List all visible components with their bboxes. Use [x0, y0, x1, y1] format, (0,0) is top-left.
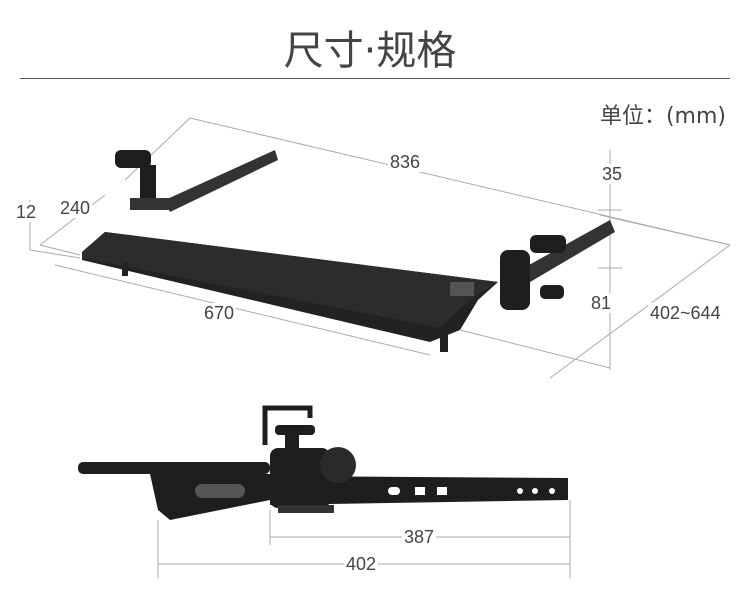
dim-extension: 402~644 — [648, 303, 723, 323]
page-title: 尺寸·规格 — [283, 28, 457, 74]
top-view-keyboard-tray — [82, 150, 615, 352]
side-view-keyboard-tray — [78, 405, 568, 520]
dim-board-width: 670 — [202, 303, 237, 323]
dim-height: 81 — [589, 293, 614, 313]
dim-depth: 240 — [58, 198, 93, 218]
unit-label: 单位：(mm) — [599, 104, 726, 129]
dim-board-thickness: 12 — [14, 202, 39, 222]
dim-width-total: 836 — [388, 152, 423, 172]
dim-rail-length: 387 — [402, 527, 437, 547]
dim-total-length: 402 — [344, 554, 379, 574]
dimension-lines — [29, 117, 731, 578]
dim-clamp-thickness: 35 — [600, 164, 625, 184]
title-divider — [20, 78, 730, 79]
